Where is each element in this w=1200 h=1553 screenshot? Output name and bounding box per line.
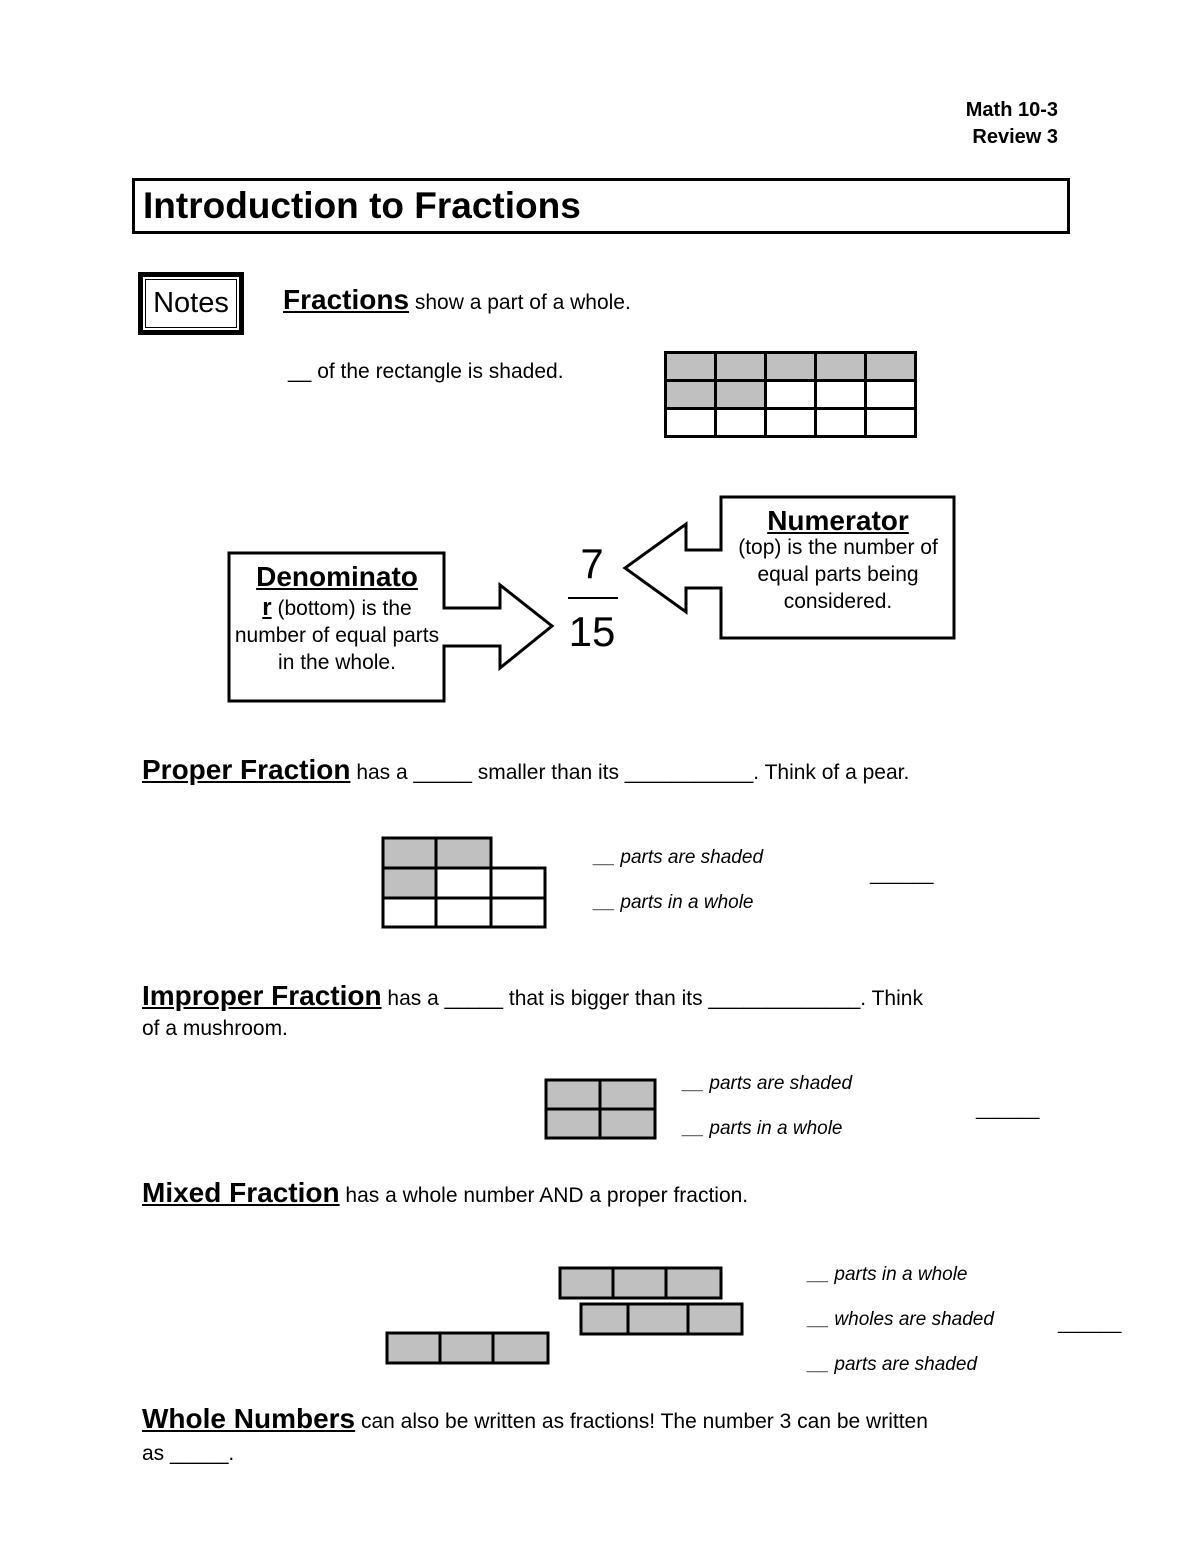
- whole-numbers-text: can also be written as fractions! The nu…: [355, 1410, 928, 1433]
- whole-numbers-term: Whole Numbers: [142, 1403, 356, 1434]
- denominator-title-r: r: [262, 594, 272, 621]
- fraction-grid-7-of-15: [664, 351, 917, 438]
- mixed-fraction-text: has a whole number AND a proper fraction…: [339, 1184, 749, 1207]
- mixed-label-parts-shaded: __ parts are shaded: [808, 1354, 978, 1375]
- notes-label: Notes: [145, 279, 237, 328]
- improper-shaded-label: __ parts are shaded: [683, 1073, 853, 1094]
- improper-fraction-term: Improper Fraction: [142, 980, 382, 1011]
- numerator-callout-shape: [622, 495, 956, 640]
- fraction-numerator: 7: [580, 540, 604, 587]
- fraction-denominator: 15: [568, 608, 616, 655]
- improper-answer-blank: ______: [976, 1099, 1040, 1120]
- notes-box: Notes: [138, 272, 244, 335]
- grid-cell-shaded: [814, 351, 867, 382]
- denominator-callout-text: Denominato r (bottom) is the number of e…: [232, 563, 442, 676]
- denominator-callout-shape: [227, 551, 555, 703]
- fractions-definition: Fractions show a part of a whole.: [283, 286, 631, 317]
- improper-fraction-definition: Improper Fraction has a _____ that is bi…: [142, 982, 923, 1013]
- review-label: Review 3: [972, 126, 1058, 148]
- whole-numbers-definition: Whole Numbers can also be written as fra…: [142, 1405, 928, 1436]
- grid-cell: [864, 407, 917, 438]
- grid-cell-shaded: [664, 379, 717, 410]
- grid-cell: [764, 379, 817, 410]
- mixed-label-parts-in-whole: __ parts in a whole: [808, 1264, 968, 1285]
- proper-whole-label: __ parts in a whole: [594, 892, 754, 913]
- mixed-fraction-term: Mixed Fraction: [142, 1177, 340, 1208]
- grid-cell-shaded: [664, 351, 717, 382]
- grid-cell: [664, 407, 717, 438]
- grid-cell-shaded: [764, 351, 817, 382]
- fractions-term: Fractions: [283, 284, 410, 315]
- grid-cell: [814, 379, 867, 410]
- denominator-desc: (bottom) is the number of equal parts in…: [234, 597, 440, 674]
- grid-cell-shaded: [714, 351, 767, 382]
- fraction-bar: [568, 597, 618, 599]
- whole-numbers-text-2: as _____.: [142, 1442, 235, 1465]
- grid-cell: [764, 407, 817, 438]
- grid-cell: [814, 407, 867, 438]
- proper-answer-blank: ______: [870, 864, 934, 885]
- improper-whole-label: __ parts in a whole: [683, 1118, 843, 1139]
- title-box: Introduction to Fractions: [132, 178, 1070, 234]
- mixed-fraction-definition: Mixed Fraction has a whole number AND a …: [142, 1179, 748, 1210]
- mixed-label-wholes-shaded: __ wholes are shaded: [808, 1309, 994, 1330]
- numerator-desc: (top) is the number of equal parts being…: [738, 536, 938, 613]
- proper-fraction-grid: [381, 836, 547, 929]
- course-label: Math 10-3: [965, 99, 1058, 121]
- grid-cell: [714, 407, 767, 438]
- grid-cell: [864, 379, 917, 410]
- proper-shaded-label: __ parts are shaded: [594, 847, 764, 868]
- numerator-callout-text: Numerator (top) is the number of equal p…: [730, 507, 946, 615]
- rectangle-shaded-question: __ of the rectangle is shaded.: [288, 360, 564, 383]
- proper-fraction-term: Proper Fraction: [142, 754, 351, 785]
- improper-fraction-text: has a _____ that is bigger than its ____…: [381, 987, 923, 1010]
- proper-fraction-definition: Proper Fraction has a _____ smaller than…: [142, 756, 909, 787]
- callout-arrows: [227, 495, 956, 703]
- numerator-title: Numerator: [767, 505, 909, 536]
- grid-cell-shaded: [864, 351, 917, 382]
- denominator-title: Denominato: [256, 561, 418, 592]
- page-title: Introduction to Fractions: [143, 185, 581, 226]
- fractions-text: show a part of a whole.: [409, 291, 631, 314]
- mixed-answer-blank: ______: [1058, 1313, 1122, 1334]
- improper-fraction-grid: [544, 1078, 657, 1140]
- improper-fraction-text-2: of a mushroom.: [142, 1017, 288, 1040]
- mixed-fraction-bars: [385, 1266, 744, 1365]
- grid-cell-shaded: [714, 379, 767, 410]
- proper-fraction-text: has a _____ smaller than its ___________…: [350, 761, 910, 784]
